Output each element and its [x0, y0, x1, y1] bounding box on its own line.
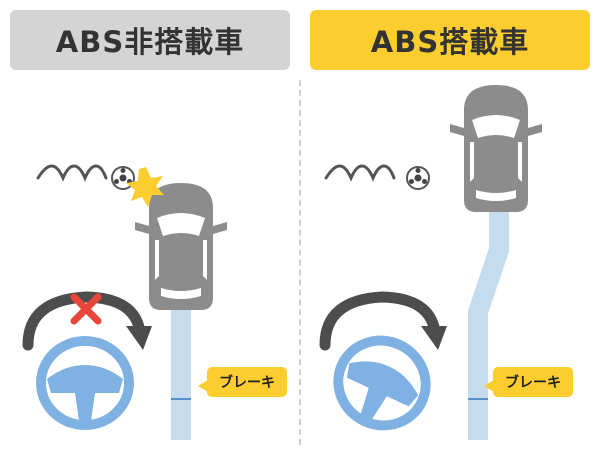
brake-label-right-text: ブレーキ: [505, 375, 561, 391]
impact-star-icon: [126, 167, 164, 207]
left-panel-graphics: [22, 164, 227, 440]
brake-label-right: ブレーキ: [484, 367, 573, 397]
curved-arrow-icon: [319, 291, 441, 351]
header-with-abs-title: ABS搭載車: [370, 25, 530, 59]
panel-divider: [299, 80, 301, 445]
car-top-view-icon: [450, 85, 542, 212]
header-no-abs: ABS非搭載車: [10, 10, 290, 70]
brake-marker-line-left: [171, 398, 191, 400]
motion-squiggle-icon: [36, 164, 108, 182]
cross-mark-icon: [70, 293, 102, 325]
brake-label-left-text: ブレーキ: [219, 375, 275, 391]
motion-squiggle-icon: [324, 164, 396, 182]
arrow-head: [126, 326, 152, 350]
steering-wheel-icon: [41, 341, 129, 425]
right-panel-graphics: [324, 85, 542, 440]
brake-label-left: ブレーキ: [198, 367, 287, 397]
brake-marker-line-right: [468, 398, 488, 400]
arrow-head: [421, 326, 447, 350]
header-no-abs-title: ABS非搭載車: [55, 25, 245, 59]
curved-arrow-icon: [22, 291, 146, 351]
steering-wheel-icon: [324, 326, 439, 439]
swerving-trail: [468, 200, 509, 440]
header-with-abs: ABS搭載車: [310, 10, 590, 70]
ball-icon: [406, 166, 430, 190]
straight-trail: [171, 300, 191, 440]
